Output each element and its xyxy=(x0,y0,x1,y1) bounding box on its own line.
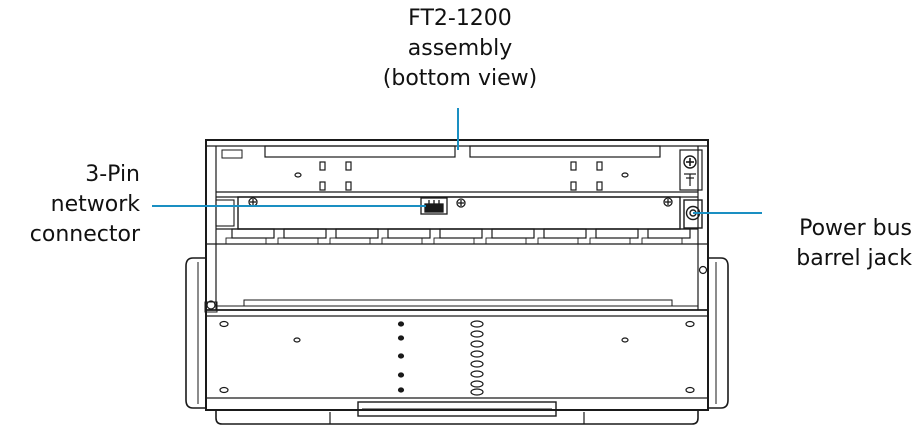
network-connector-callout: 3-Pin network connector xyxy=(20,160,140,250)
right-flange xyxy=(708,257,729,409)
power-jack-callout-line-2: barrel jack xyxy=(796,246,912,271)
power-jack-callout: Power bus barrel jack xyxy=(752,214,912,274)
assembly-callout-line-2: assembly xyxy=(407,36,513,61)
assembly-callout: FT2-1200 assembly (bottom view) xyxy=(330,4,590,94)
top-slot-right xyxy=(469,145,661,158)
assembly-callout-line-1: FT2-1200 xyxy=(408,6,512,31)
bottom-handle xyxy=(357,401,557,417)
base-rail xyxy=(215,410,699,425)
front-plate-holes xyxy=(219,320,695,396)
circuit-board xyxy=(237,196,681,230)
power-jack-callout-line-1: Power bus xyxy=(799,216,912,241)
left-flange xyxy=(185,257,206,409)
network-connector-callout-line-1: 3-Pin xyxy=(85,162,140,187)
network-connector-callout-line-3: connector xyxy=(29,222,140,247)
chassis-outline xyxy=(205,139,709,411)
top-slot-left xyxy=(264,145,456,158)
assembly-callout-line-3: (bottom view) xyxy=(382,66,538,91)
connector-teeth xyxy=(225,228,691,245)
upper-tabs xyxy=(294,161,629,191)
network-connector-callout-line-2: network xyxy=(50,192,140,217)
